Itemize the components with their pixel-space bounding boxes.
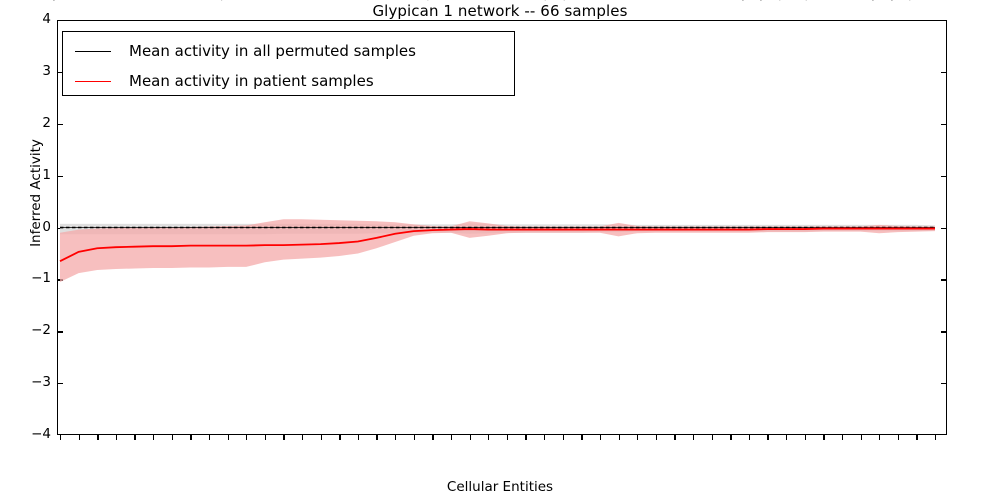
x-tick-mark [171,435,173,440]
x-tick-mark [264,435,267,440]
y-tick-label: −1 [31,270,51,287]
x-tick-mark [935,435,937,440]
x-tick-mark [302,435,304,440]
x-tick-mark [692,435,695,440]
x-tick-mark [599,435,602,440]
x-tick-mark [879,435,881,440]
x-tick-mark [674,435,676,440]
x-tick-mark [60,435,62,440]
x-tick-mark [469,435,471,440]
x-tick-mark [339,435,341,440]
y-tick-mark [57,331,63,333]
x-tick-mark [581,435,583,440]
x-tick-mark [916,435,918,440]
legend-label-permuted: Mean activity in all permuted samples [129,42,416,60]
x-tick-mark [562,435,564,440]
y-tick-label: 2 [42,114,51,131]
x-tick-mark [841,435,844,440]
x-tick-mark [488,435,490,440]
x-tick-mark [506,435,509,440]
y-tick-mark-right [941,279,947,281]
y-tick-label: 0 [42,218,51,235]
plot-area [57,219,935,282]
y-tick-mark-right [941,383,947,385]
x-tick-mark [730,435,732,440]
x-tick-mark [97,435,99,440]
x-tick-mark [544,435,546,440]
y-tick-label: 3 [42,62,51,79]
x-tick-mark [767,435,769,440]
x-tick-mark [525,435,527,440]
y-tick-mark-right [941,227,947,229]
legend-item-permuted: Mean activity in all permuted samples [63,36,514,66]
plot-frame [57,20,947,435]
x-tick-mark [637,435,639,440]
confidence-band [60,219,935,282]
y-tick-mark-right [941,71,947,74]
x-tick-mark [208,435,211,440]
series-line-patient [60,229,935,262]
y-tick-mark [57,175,63,177]
x-tick-mark [283,435,285,440]
x-tick-mark [134,435,136,440]
x-tick-mark [246,435,248,440]
x-tick-mark [748,435,751,440]
y-tick-mark [57,71,63,74]
x-tick-mark [804,435,806,440]
x-tick-mark [860,435,862,440]
y-tick-label: 4 [42,11,51,27]
x-tick-mark [190,435,192,440]
x-tick-mark [823,435,825,440]
x-tick-mark [413,435,416,440]
y-tick-mark [57,383,63,385]
legend-label-patient: Mean activity in patient samples [129,72,374,90]
x-tick-mark [153,435,155,440]
x-tick-mark [320,435,322,440]
x-tick-mark [376,435,378,440]
x-tick-mark [450,435,453,440]
legend-swatch-black-line-icon [75,50,111,52]
y-tick-mark [57,123,63,126]
x-tick-mark [357,435,360,440]
x-tick-mark [227,435,229,440]
x-tick-mark [618,435,620,440]
y-tick-mark-right [941,123,947,126]
y-tick-mark-right [941,331,947,333]
x-tick-mark [711,435,713,440]
x-tick-mark [395,435,397,440]
x-tick-mark [655,435,658,440]
y-tick-label: 1 [42,166,51,183]
x-tick-mark [115,435,118,440]
page-title: Glypican 1 network -- 66 samples [372,2,628,20]
y-tick-mark-right [941,175,947,177]
x-axis-label: Cellular Entities [446,479,554,495]
x-tick-mark [897,435,900,440]
legend-swatch-red-line-icon [75,80,111,82]
x-tick-mark [432,435,434,440]
legend: Mean activity in all permuted samples Me… [62,31,515,96]
y-tick-label: −3 [31,374,51,391]
y-tick-label: −4 [31,426,51,442]
legend-item-patient: Mean activity in patient samples [63,66,514,96]
y-tick-label: −2 [31,322,51,339]
x-tick-mark [78,435,80,440]
x-tick-mark [786,435,788,440]
